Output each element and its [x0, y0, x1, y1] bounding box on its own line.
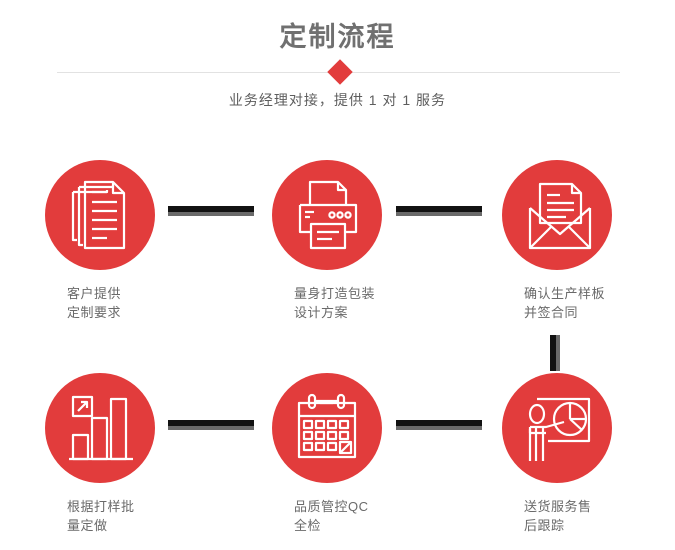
- step-4-label: 根据打样批 量定做: [67, 499, 135, 533]
- step-6[interactable]: 送货服务售 后跟踪: [500, 373, 670, 535]
- connector-2-3: [396, 206, 482, 216]
- connector-4-5: [168, 420, 254, 430]
- step-5-circle: [272, 373, 382, 483]
- connector-gray-bar: [168, 426, 254, 430]
- connector-gray-bar: [168, 212, 254, 216]
- bar-chart-growth-icon: [69, 395, 133, 461]
- step-3-label: 确认生产样板 并签合同: [524, 286, 606, 320]
- printer-icon: [298, 180, 358, 250]
- step-4[interactable]: 根据打样批 量定做: [43, 373, 213, 535]
- documents-stack-icon: [71, 180, 126, 250]
- step-1[interactable]: 客户提供 定制要求: [43, 160, 213, 322]
- step-4-circle: [45, 373, 155, 483]
- connector-1-2: [168, 206, 254, 216]
- envelope-letter-icon: [528, 182, 592, 250]
- step-5-label: 品质管控QC 全检: [294, 499, 369, 533]
- connector-dark-bar: [396, 206, 482, 212]
- step-6-circle: [502, 373, 612, 483]
- step-3-circle: [502, 160, 612, 270]
- calendar-check-icon: [297, 393, 357, 459]
- connector-dark-bar: [168, 420, 254, 426]
- page-title: 定制流程: [279, 22, 396, 52]
- presenter-board-icon: [528, 397, 591, 461]
- step-2-circle: [272, 160, 382, 270]
- step-1-circle: [45, 160, 155, 270]
- connector-dark-bar: [396, 420, 482, 426]
- step-3[interactable]: 确认生产样板 并签合同: [500, 160, 670, 322]
- connector-gray-bar: [396, 212, 482, 216]
- step-2[interactable]: 量身打造包装 设计方案: [270, 160, 440, 322]
- connector-5-6: [396, 420, 482, 430]
- step-2-label: 量身打造包装 设计方案: [294, 286, 376, 320]
- connector-dark-bar: [168, 206, 254, 212]
- connector-gray-bar: [556, 335, 560, 371]
- step-5[interactable]: 品质管控QC 全检: [270, 373, 440, 535]
- diamond-marker-icon: [327, 59, 353, 85]
- step-1-label: 客户提供 定制要求: [67, 286, 122, 320]
- connector-dark-bar: [550, 335, 556, 371]
- step-6-label: 送货服务售 后跟踪: [524, 499, 592, 533]
- connector-gray-bar: [396, 426, 482, 430]
- page-subtitle: 业务经理对接，提供 1 对 1 服务: [228, 92, 447, 108]
- connector-3-6: [550, 335, 560, 371]
